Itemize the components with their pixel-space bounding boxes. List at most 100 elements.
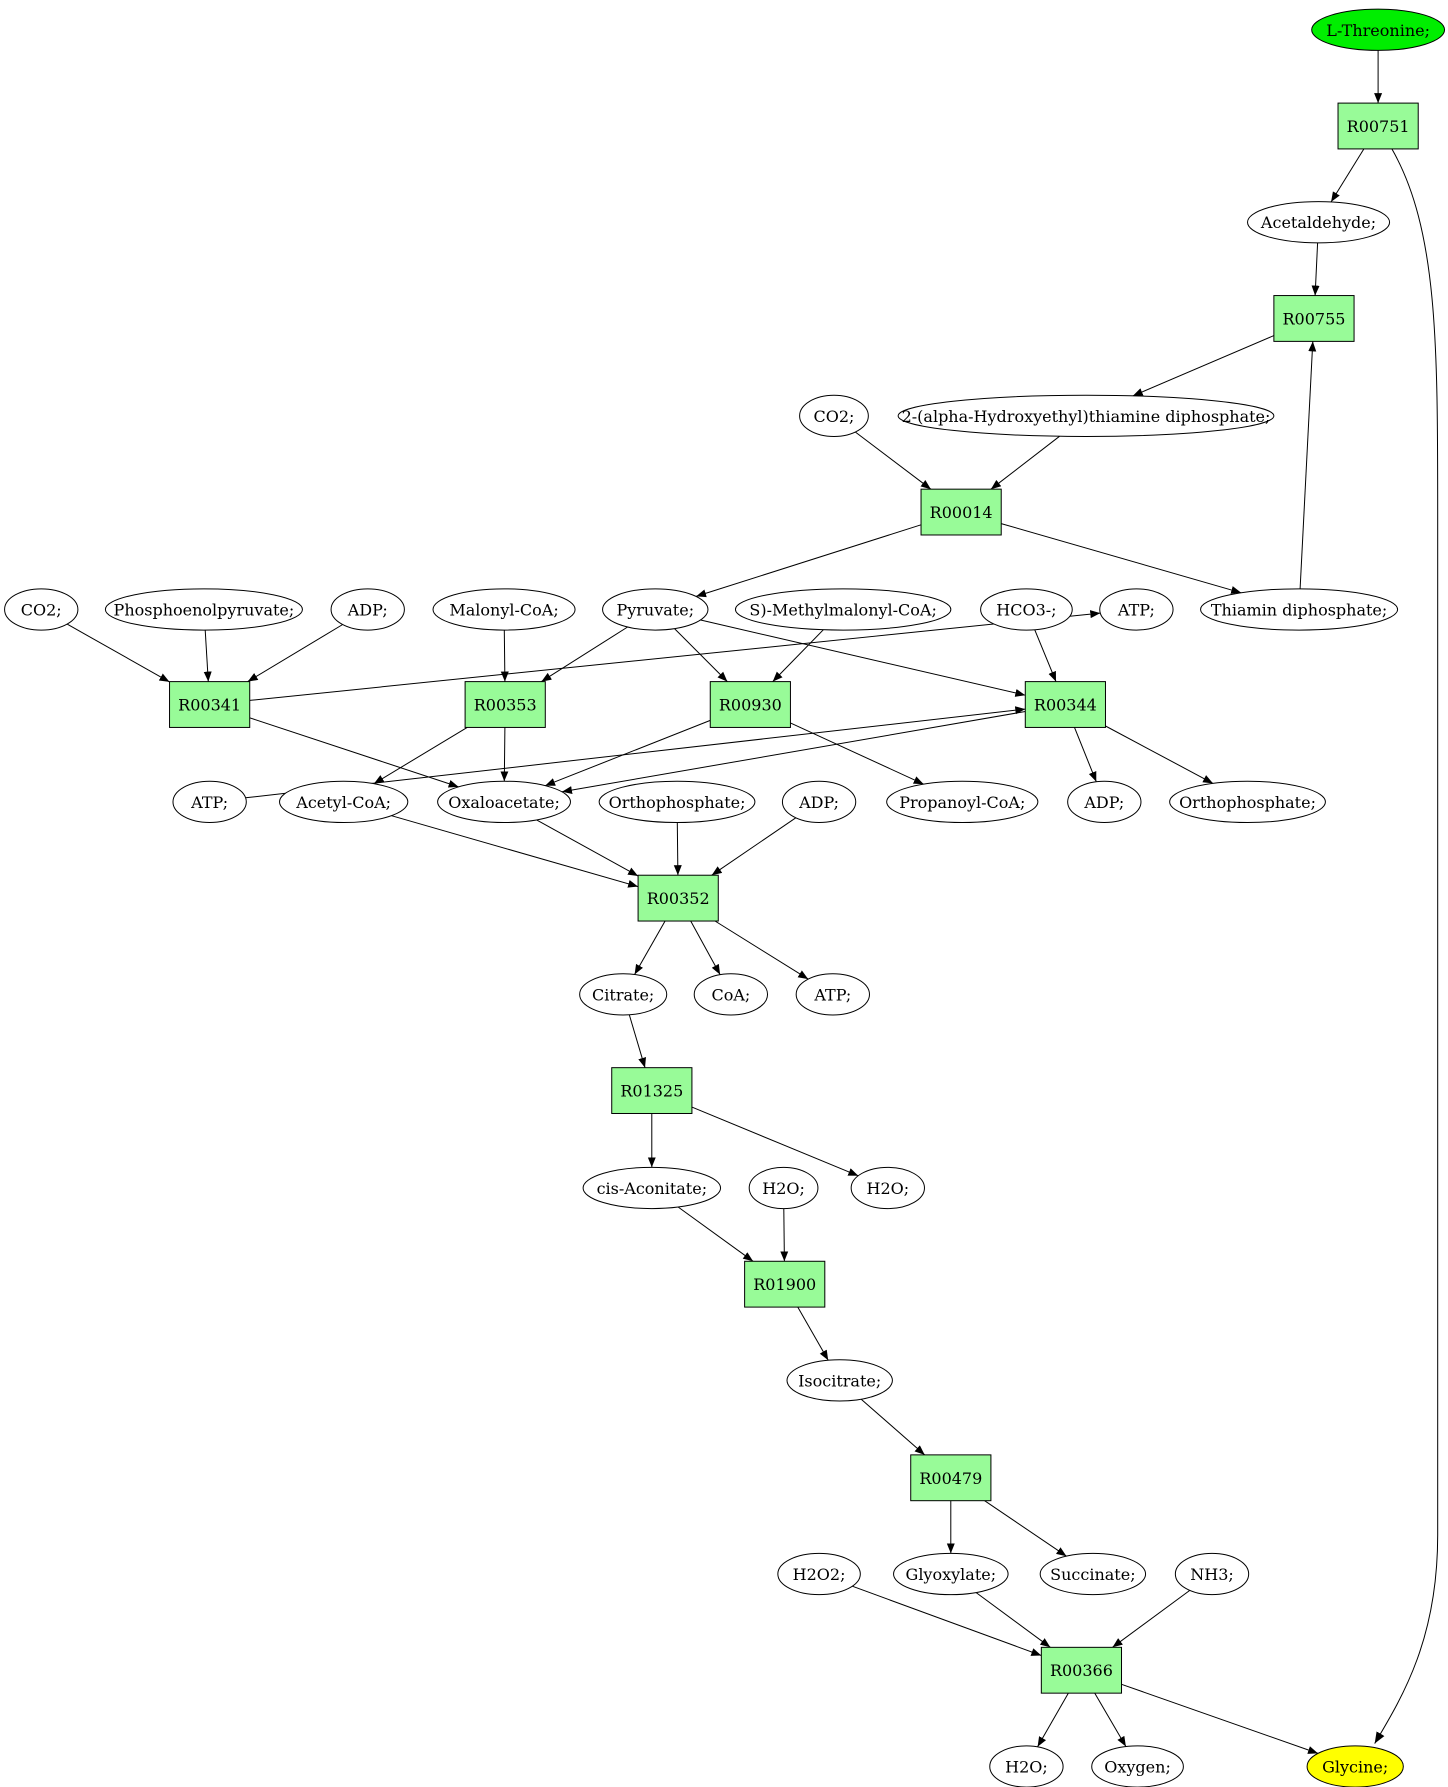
reaction-label: R00479 xyxy=(919,1469,982,1488)
compound-shape xyxy=(886,780,1039,824)
compound-label: ADP; xyxy=(347,600,388,619)
compound-node-h2o1[interactable]: H2O; xyxy=(748,1166,819,1210)
reaction-label: R00755 xyxy=(1282,309,1345,328)
edge-isocit-to-R00479 xyxy=(860,1398,926,1456)
compound-shape xyxy=(602,588,709,631)
compound-node-h2o2[interactable]: H2O; xyxy=(850,1166,925,1210)
compound-shape xyxy=(734,588,952,631)
compound-shape xyxy=(799,394,869,437)
edge-acetald-to-R00755 xyxy=(1311,242,1320,296)
compound-node-thiamin[interactable]: Thiamin diphosphate; xyxy=(1200,588,1399,631)
compound-label: Orthophosphate; xyxy=(609,793,746,812)
reaction-shape xyxy=(1040,1646,1123,1694)
edge-co2b-to-R00341 xyxy=(66,623,170,683)
compound-node-atp1[interactable]: ATP; xyxy=(1099,588,1174,631)
compound-label: H2O2; xyxy=(793,1565,846,1584)
edge-co2a-to-R00014 xyxy=(854,431,932,490)
compound-node-pi2[interactable]: Orthophosphate; xyxy=(1169,780,1326,824)
compound-shape xyxy=(437,780,571,824)
edge-R00930-to-oaa xyxy=(544,719,711,787)
compound-node-atp3[interactable]: ATP; xyxy=(795,973,870,1016)
compound-node-acecoa[interactable]: Acetyl-CoA; xyxy=(279,780,409,824)
compound-node-smmcoa[interactable]: S)-Methylmalonyl-CoA; xyxy=(734,588,952,631)
compound-node-coa[interactable]: CoA; xyxy=(693,973,769,1016)
compound-node-adp2[interactable]: ADP; xyxy=(781,780,857,824)
edge-R00341-to-oaa xyxy=(249,717,459,788)
compound-shape xyxy=(1091,1745,1184,1787)
compound-node-h2o2b[interactable]: H2O2; xyxy=(777,1552,861,1596)
edge-atp2-to-R00344 xyxy=(245,706,1026,799)
compound-label: Acetaldehyde; xyxy=(1260,213,1376,232)
compound-node-gly[interactable]: Glycine; xyxy=(1306,1745,1404,1787)
compound-node-succ[interactable]: Succinate; xyxy=(1039,1552,1147,1596)
compound-shape xyxy=(579,973,668,1016)
reaction-shape xyxy=(744,1260,826,1308)
compound-node-adp3[interactable]: ADP; xyxy=(1067,780,1142,824)
compound-node-cit[interactable]: Citrate; xyxy=(579,973,668,1016)
edge-cit-to-R01325 xyxy=(628,1014,646,1068)
edge-pyr-to-R00930 xyxy=(674,628,728,682)
compound-node-co2b[interactable]: CO2; xyxy=(4,588,79,631)
reaction-node-R01900[interactable]: R01900 xyxy=(744,1260,826,1308)
edge-R00014-to-pyr xyxy=(695,524,922,598)
compound-node-pyr[interactable]: Pyruvate; xyxy=(602,588,709,631)
compound-node-isocit[interactable]: Isocitrate; xyxy=(786,1359,893,1402)
compound-node-adp1[interactable]: ADP; xyxy=(330,588,405,631)
reaction-node-R00751[interactable]: R00751 xyxy=(1337,102,1419,150)
compound-node-co2a[interactable]: CO2; xyxy=(799,394,869,437)
compound-node-acetald[interactable]: Acetaldehyde; xyxy=(1247,201,1391,244)
edge-pyr-to-R00344 xyxy=(700,619,1026,697)
compound-label: Malonyl-CoA; xyxy=(449,600,558,619)
edge-oaa-to-R00352 xyxy=(536,819,639,877)
compound-node-hetpp[interactable]: 2-(alpha-Hydroxyethyl)thiamine diphospha… xyxy=(897,394,1275,437)
reaction-node-R01325[interactable]: R01325 xyxy=(611,1067,693,1114)
compound-label: Pyruvate; xyxy=(616,600,694,619)
compound-label: Thiamin diphosphate; xyxy=(1211,600,1387,619)
compound-label: cis-Aconitate; xyxy=(597,1179,708,1198)
reaction-label: R01325 xyxy=(620,1082,683,1101)
compound-node-atp2[interactable]: ATP; xyxy=(172,780,247,824)
compound-shape xyxy=(1039,1552,1147,1596)
reaction-node-R00366[interactable]: R00366 xyxy=(1040,1646,1123,1694)
edge-R00352-to-atp3 xyxy=(714,920,809,980)
edge-R00344-to-adp3 xyxy=(1074,727,1097,782)
reaction-label: R00344 xyxy=(1034,696,1097,715)
compound-label: Propanoyl-CoA; xyxy=(899,793,1025,812)
edge-R00366-to-h2o3 xyxy=(1037,1692,1069,1748)
compound-node-pep[interactable]: Phosphoenolpyruvate; xyxy=(104,588,303,631)
reaction-node-R00352[interactable]: R00352 xyxy=(637,874,719,922)
compound-node-malcoa[interactable]: Malonyl-CoA; xyxy=(432,588,576,631)
compound-shape xyxy=(1200,588,1399,631)
edge-adp2-to-R00352 xyxy=(711,817,797,876)
compound-shape xyxy=(432,588,576,631)
compound-shape xyxy=(781,780,857,824)
reaction-node-R00353[interactable]: R00353 xyxy=(464,681,546,728)
edge-malcoa-to-R00353 xyxy=(500,630,509,682)
compound-label: Glycine; xyxy=(1322,1757,1388,1776)
reaction-node-R00341[interactable]: R00341 xyxy=(169,681,251,728)
reaction-shape xyxy=(464,681,546,728)
reaction-node-R00930[interactable]: R00930 xyxy=(709,681,791,728)
compound-node-thr[interactable]: L-Threonine; xyxy=(1311,8,1446,51)
compound-label: L-Threonine; xyxy=(1326,21,1430,40)
compound-node-hco3[interactable]: HCO3-; xyxy=(980,588,1073,631)
compound-node-oaa[interactable]: Oxaloacetate; xyxy=(437,780,571,824)
edge-adp1-to-R00341 xyxy=(247,624,343,683)
reaction-node-R00014[interactable]: R00014 xyxy=(920,488,1002,536)
edge-R00014-to-thiamin xyxy=(1001,523,1242,594)
compound-node-oxy[interactable]: Oxygen; xyxy=(1091,1745,1184,1787)
compound-node-cisacon[interactable]: cis-Aconitate; xyxy=(582,1166,722,1210)
reaction-node-R00755[interactable]: R00755 xyxy=(1273,295,1355,342)
reaction-shape xyxy=(920,488,1002,536)
compound-shape xyxy=(1174,1552,1250,1596)
reaction-node-R00479[interactable]: R00479 xyxy=(910,1454,992,1502)
reaction-shape xyxy=(709,681,791,728)
compound-label: 2-(alpha-Hydroxyethyl)thiamine diphospha… xyxy=(902,407,1271,426)
compound-node-nh3[interactable]: NH3; xyxy=(1174,1552,1250,1596)
compound-node-glyox[interactable]: Glyoxylate; xyxy=(893,1552,1009,1596)
compound-node-pi1[interactable]: Orthophosphate; xyxy=(598,780,756,824)
compound-node-h2o3[interactable]: H2O; xyxy=(989,1745,1064,1787)
reaction-node-R00344[interactable]: R00344 xyxy=(1024,681,1106,728)
edge-R00341-to-atp1 xyxy=(249,610,1101,701)
compound-node-propcoa[interactable]: Propanoyl-CoA; xyxy=(886,780,1039,824)
